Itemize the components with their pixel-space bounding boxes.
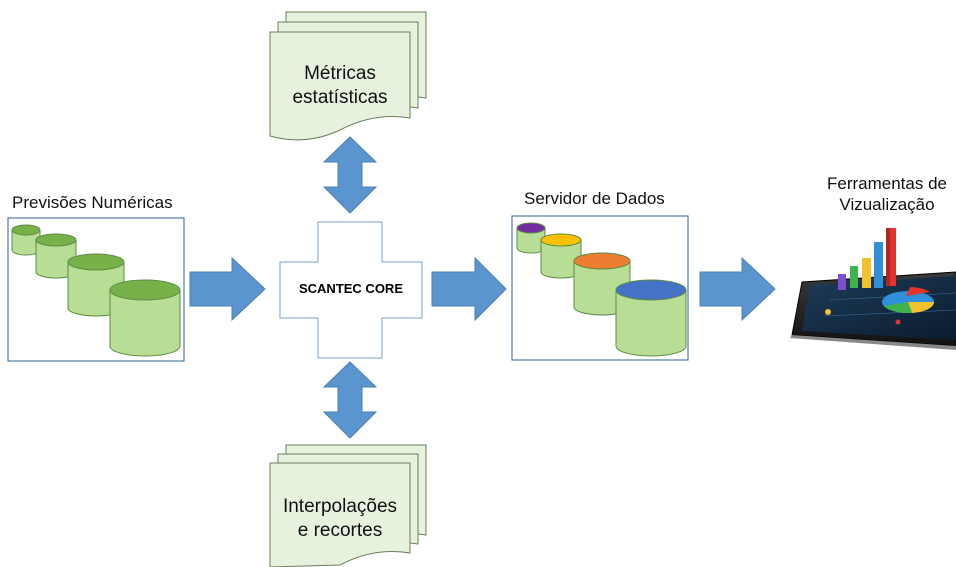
interpolacoes-document-stack — [269, 444, 427, 567]
database-cylinders — [516, 222, 687, 357]
metricas-label: Métricas estatísticas — [270, 62, 410, 110]
ferramentas-title-line2: Vizualização — [839, 195, 935, 214]
scantec-core-cross — [279, 221, 423, 359]
interpolacoes-label-line1: Interpolações — [282, 496, 398, 517]
tablet-chart-icon — [790, 228, 956, 350]
ferramentas-title-line1: Ferramentas de — [827, 174, 947, 193]
scantec-core-label: SCANTEC CORE — [298, 281, 403, 296]
previsoes-title: Previsões Numéricas — [12, 193, 173, 212]
ferramentas-title: Ferramentas de Vizualização — [812, 173, 956, 215]
interpolacoes-label: Interpolações e recortes — [270, 495, 410, 543]
metricas-document-stack — [269, 11, 427, 141]
arrow-right-icon — [699, 256, 776, 322]
arrow-right-icon — [189, 256, 266, 322]
arrow-right-icon — [431, 256, 507, 322]
metricas-label-line1: Métricas — [304, 63, 376, 84]
metricas-label-line2: estatísticas — [292, 87, 388, 108]
servidor-title: Servidor de Dados — [524, 189, 665, 208]
interpolacoes-label-line2: e recortes — [297, 520, 383, 541]
double-arrow-down-icon — [322, 361, 378, 439]
database-cylinders — [11, 224, 181, 357]
double-arrow-up-icon — [322, 136, 378, 214]
